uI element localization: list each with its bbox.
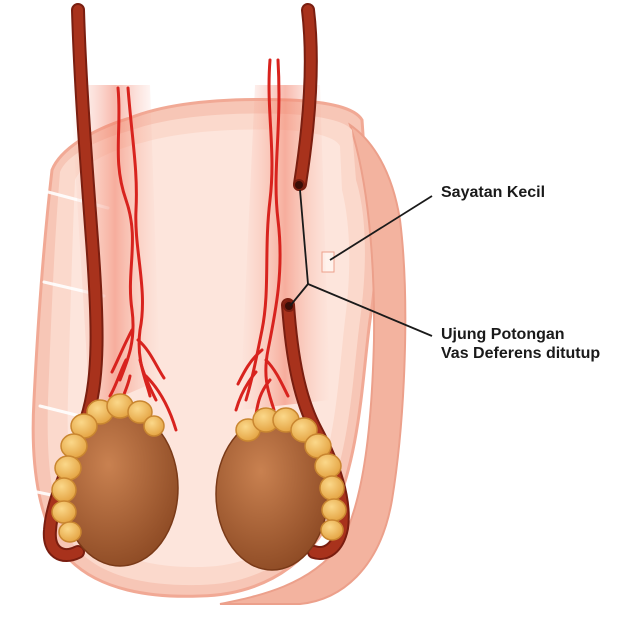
label-cut-ends-line1: Ujung Potongan bbox=[441, 325, 600, 344]
label-cut-ends: Ujung Potongan Vas Deferens ditutup bbox=[441, 325, 600, 363]
label-small-incision: Sayatan Kecil bbox=[441, 183, 545, 202]
label-cut-ends-line2: Vas Deferens ditutup bbox=[441, 344, 600, 363]
